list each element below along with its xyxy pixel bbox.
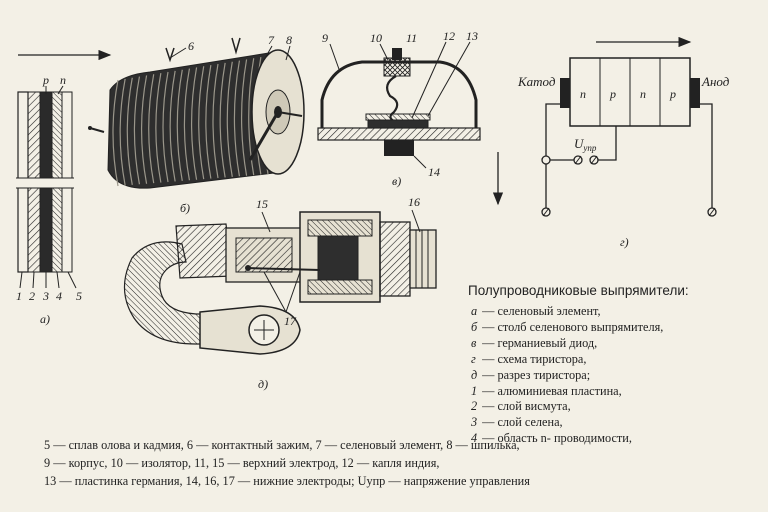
part-letter-b: б): [180, 201, 190, 215]
legend-title: Полупроводниковые выпрямители:: [468, 283, 689, 298]
stack-fin: [191, 67, 198, 180]
legend-item: б — столб селенового выпрямителя,: [471, 319, 664, 334]
center-hole: [16, 178, 74, 188]
stack-fin: [205, 65, 212, 179]
legend-item: а — селеновый элемент,: [471, 304, 601, 318]
number-15: 15: [256, 197, 268, 211]
caption-line: 13 — пластинка германия, 14, 16, 17 — ни…: [44, 474, 530, 488]
bottom-leader-lines: [19, 271, 77, 289]
gate-node: [541, 155, 551, 165]
upper-electrode-cable: [175, 223, 233, 279]
number-3: 3: [42, 289, 49, 303]
lower-electrode-17: [245, 267, 321, 271]
caption-line: 9 — корпус, 10 — изолятор, 11, 15 — верх…: [44, 456, 440, 470]
stack-fin: [133, 76, 141, 185]
part-g-thyristor-scheme: n p n p Катод Анод Uупр г): [492, 36, 730, 249]
housing-core: [235, 237, 293, 273]
number-4: 4: [56, 289, 62, 303]
region-n1: n: [580, 87, 586, 101]
cathode-contact: [560, 78, 570, 108]
legend-item: в — германиевый диод,: [471, 335, 598, 350]
number-5: 5: [76, 289, 82, 303]
part-letter-d: д): [258, 377, 268, 391]
stack-fin: [241, 59, 248, 176]
anode-label: Анод: [701, 74, 730, 89]
part-letter-v: в): [392, 174, 401, 188]
number-13: 13: [466, 29, 478, 43]
stack-fin: [248, 58, 255, 176]
number-14: 14: [428, 165, 440, 179]
number-16: 16: [408, 195, 420, 209]
part-b-selenium-stack: 6 7 8 б): [88, 33, 305, 215]
region-n2: n: [640, 87, 646, 101]
stack-fin: [183, 68, 191, 181]
contact-clamp-1: [165, 47, 175, 63]
legend-item: д — разрез тиристора;: [471, 367, 591, 382]
part-d-thyristor-section: 15 16 17 д): [123, 195, 437, 391]
number-11: 11: [406, 31, 417, 45]
stack-fin: [148, 74, 155, 184]
stack-fin: [198, 66, 205, 180]
legend-item: 3 — слой селена,: [471, 415, 563, 430]
part-letter-g: г): [620, 235, 629, 249]
stack-fin: [169, 70, 176, 182]
region-p2: p: [669, 87, 676, 101]
stud-8: [277, 111, 303, 117]
number-12: 12: [443, 29, 455, 43]
stack-fin: [119, 78, 126, 186]
bottom-electrode-14: [384, 140, 414, 156]
indium-drop-12: [367, 119, 429, 129]
top-electrode-11: [392, 48, 402, 60]
legend-item: 2 — слой висмута,: [471, 399, 571, 414]
number-7: 7: [268, 33, 275, 47]
number-8: 8: [286, 33, 292, 47]
hex-nut: [379, 221, 411, 297]
insulator-10: [383, 57, 411, 77]
diode-base: [317, 127, 481, 141]
stack-fin: [155, 73, 162, 183]
layer-label-p: p: [42, 73, 49, 87]
number-9: 9: [322, 31, 328, 45]
caption-line: 5 — сплав олова и кадмия, 6 — контактный…: [44, 438, 520, 452]
semiconductor-stack: [317, 235, 359, 281]
germanium-plate-13: [365, 113, 431, 121]
contact-strip: [248, 111, 280, 161]
anode-contact: [690, 78, 700, 108]
stack-fin: [126, 77, 133, 185]
stack-fin: [226, 61, 233, 177]
layer-label-n: n: [60, 73, 66, 87]
threaded-base-16: [409, 229, 437, 289]
stack-fin: [212, 63, 219, 179]
stack-fin: [141, 75, 148, 184]
part-v-germanium-diode: 9 10 11 12 13 14 в): [317, 29, 481, 188]
number-2: 2: [29, 289, 35, 303]
stack-fin: [176, 69, 183, 181]
legend-item: г — схема тиристора,: [471, 351, 587, 366]
figure-caption: 5 — сплав олова и кадмия, 6 — контактный…: [44, 436, 530, 490]
legend-list: а — селеновый элемент, б — столб селенов…: [471, 304, 663, 447]
contact-clamp-2: [231, 37, 241, 55]
legend-item: 1 — алюминиевая пластина,: [471, 383, 622, 398]
number-6: 6: [188, 39, 194, 53]
part-letter-a: а): [40, 312, 50, 326]
legend-item: 4 — область n- проводимости,: [471, 431, 632, 446]
number-17: 17: [284, 314, 297, 328]
part-a-selenium-element: p n 1 2 3 4 5 а): [16, 49, 112, 326]
stack-fin: [112, 79, 119, 187]
stack-fin: [219, 62, 226, 178]
cathode-label: Катод: [517, 74, 556, 89]
stack-fin: [233, 60, 241, 177]
stack-fin: [162, 71, 169, 183]
number-1: 1: [16, 289, 22, 303]
number-10: 10: [370, 31, 382, 45]
region-p1: p: [609, 87, 616, 101]
control-voltage-label: Uупр: [574, 136, 597, 153]
